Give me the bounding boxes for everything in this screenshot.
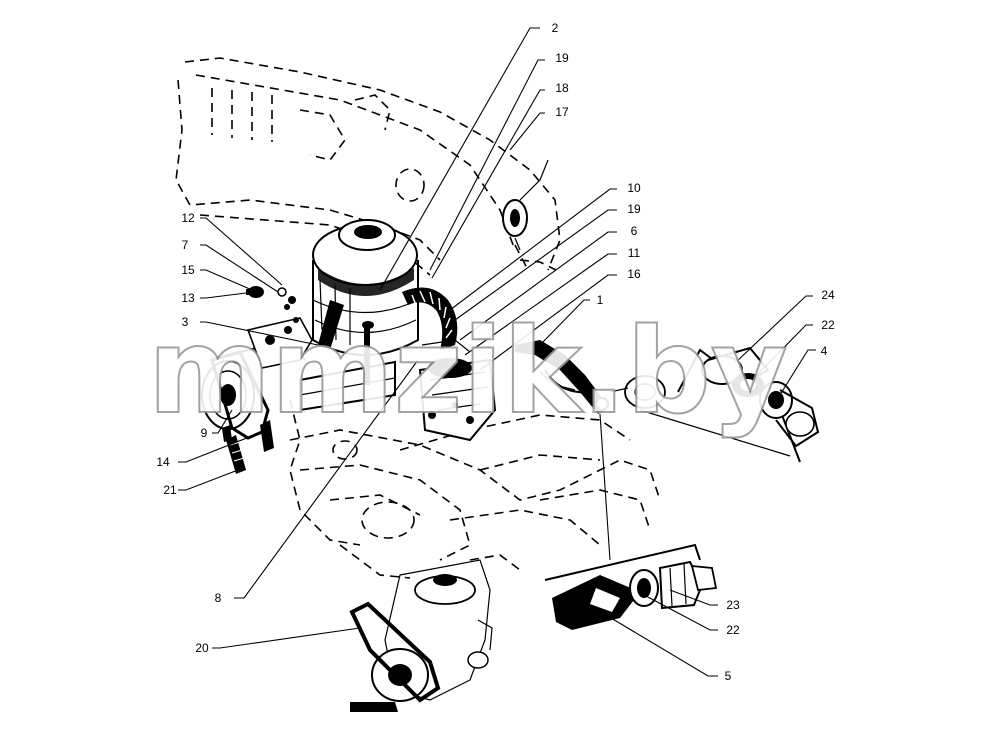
- callout-15: 15: [181, 263, 195, 277]
- exploded-fittings-bottom: [544, 543, 718, 630]
- callout-19-mid: 19: [627, 202, 641, 216]
- callout-9: 9: [201, 426, 208, 440]
- guide-line: [599, 413, 611, 561]
- right-fitting-small: [609, 375, 666, 409]
- engine-outline: [175, 57, 661, 579]
- callout-19-top: 19: [555, 51, 569, 65]
- small-fasteners: [246, 286, 290, 310]
- bottom-pump: [349, 559, 493, 712]
- exploded-fittings-top: [639, 346, 820, 463]
- callout-3: 3: [182, 315, 189, 329]
- leader-lines: [178, 27, 816, 677]
- callout-2: 2: [552, 21, 559, 35]
- callout-6: 6: [631, 224, 638, 238]
- air-filter: [312, 219, 419, 356]
- callout-16: 16: [627, 267, 641, 281]
- callout-20: 20: [195, 641, 209, 655]
- callout-4: 4: [821, 344, 828, 358]
- callout-14: 14: [156, 455, 170, 469]
- callout-labels: 2 19 18 17 10 19 6 11 16 1 12 7 15 13 3 …: [156, 21, 835, 683]
- intake-hose: [402, 287, 458, 350]
- callout-7: 7: [182, 238, 189, 252]
- callout-1: 1: [597, 293, 604, 307]
- watermark: mmzik.by: [148, 302, 788, 440]
- sensor-17: [502, 159, 549, 251]
- left-pulley: [201, 296, 313, 440]
- callout-18: 18: [555, 81, 569, 95]
- center-assembly: [418, 339, 497, 442]
- callout-22-top: 22: [821, 318, 835, 332]
- curved-pipe: [515, 340, 609, 414]
- callout-8: 8: [215, 591, 222, 605]
- callout-22-bottom: 22: [726, 623, 740, 637]
- callout-17: 17: [555, 105, 569, 119]
- callout-11: 11: [628, 246, 641, 260]
- callout-21: 21: [163, 483, 177, 497]
- callout-23: 23: [726, 598, 740, 612]
- callout-13: 13: [181, 291, 195, 305]
- callout-24: 24: [821, 288, 835, 302]
- callout-5: 5: [725, 669, 732, 683]
- mounting-bracket: [299, 300, 396, 412]
- callout-12: 12: [181, 211, 195, 225]
- callout-10: 10: [627, 181, 641, 195]
